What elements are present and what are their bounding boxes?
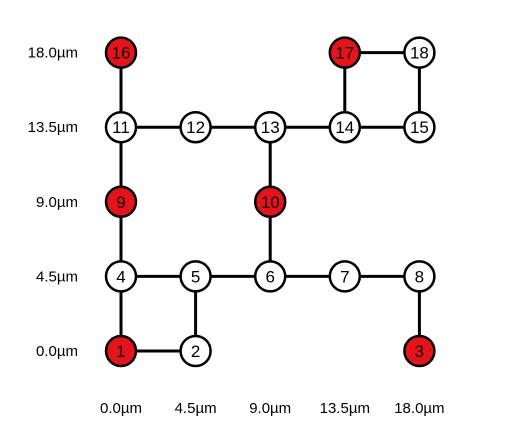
node-circle-12 bbox=[179, 110, 212, 144]
node-4: 4 bbox=[104, 260, 138, 293]
node-label-1: 1 bbox=[116, 342, 125, 361]
node-label-4: 4 bbox=[116, 267, 125, 286]
node-1: 1 bbox=[104, 334, 138, 368]
node-15: 15 bbox=[403, 110, 436, 144]
node-3: 3 bbox=[403, 334, 436, 368]
node-label-7: 7 bbox=[340, 267, 349, 286]
node-8: 8 bbox=[403, 260, 436, 293]
node-circle-18 bbox=[403, 36, 436, 69]
y-axis-labels: 0.0µm 4.5µm 9.0µm 13.5µm 18.0µm bbox=[28, 45, 78, 360]
node-circle-16 bbox=[104, 36, 138, 69]
node-label-6: 6 bbox=[265, 267, 274, 286]
node-circle-15 bbox=[403, 110, 436, 144]
x-axis-labels: 0.0µm 4.5µm 9.0µm 13.5µm 18.0µm bbox=[100, 400, 445, 417]
node-16: 16 bbox=[104, 36, 138, 69]
node-label-9: 9 bbox=[116, 193, 125, 212]
node-12: 12 bbox=[179, 110, 212, 144]
node-10: 10 bbox=[253, 185, 287, 219]
node-7: 7 bbox=[328, 260, 362, 293]
node-circle-14 bbox=[328, 110, 362, 144]
node-circle-17 bbox=[328, 36, 362, 69]
node-18: 18 bbox=[403, 36, 436, 69]
y-tick-label: 0.0µm bbox=[36, 343, 78, 360]
node-13: 13 bbox=[253, 110, 287, 144]
y-tick-label: 9.0µm bbox=[36, 194, 78, 211]
x-tick-label: 0.0µm bbox=[100, 400, 142, 417]
node-label-15: 15 bbox=[410, 118, 429, 137]
node-label-17: 17 bbox=[335, 44, 354, 63]
node-label-11: 11 bbox=[112, 118, 130, 137]
node-label-14: 14 bbox=[335, 118, 354, 137]
node-label-3: 3 bbox=[415, 342, 424, 361]
node-label-5: 5 bbox=[191, 267, 200, 286]
x-tick-label: 9.0µm bbox=[249, 400, 291, 417]
node-circle-2 bbox=[179, 334, 212, 368]
x-tick-label: 18.0µm bbox=[394, 400, 444, 417]
node-label-18: 18 bbox=[410, 44, 429, 63]
node-circle-10 bbox=[253, 185, 287, 219]
node-circle-5 bbox=[179, 260, 212, 293]
node-14: 14 bbox=[328, 110, 362, 144]
y-tick-label: 13.5µm bbox=[28, 119, 78, 136]
node-label-16: 16 bbox=[112, 44, 131, 63]
node-17: 17 bbox=[328, 36, 362, 69]
node-label-12: 12 bbox=[186, 118, 205, 137]
node-label-8: 8 bbox=[415, 267, 424, 286]
x-tick-label: 13.5µm bbox=[320, 400, 370, 417]
node-circle-11 bbox=[104, 110, 138, 144]
node-circle-7 bbox=[328, 260, 362, 293]
node-label-13: 13 bbox=[261, 118, 280, 137]
node-11: 11 bbox=[104, 110, 138, 144]
y-tick-label: 4.5µm bbox=[36, 268, 78, 285]
node-circle-13 bbox=[253, 110, 287, 144]
y-tick-label: 18.0µm bbox=[28, 45, 78, 62]
node-label-10: 10 bbox=[261, 193, 280, 212]
node-5: 5 bbox=[179, 260, 212, 293]
node-6: 6 bbox=[253, 260, 287, 293]
node-circle-9 bbox=[104, 185, 138, 219]
node-2: 2 bbox=[179, 334, 212, 368]
x-tick-label: 4.5µm bbox=[175, 400, 217, 417]
node-circle-6 bbox=[253, 260, 287, 293]
node-circle-3 bbox=[403, 334, 436, 368]
node-circle-4 bbox=[104, 260, 138, 293]
node-circle-1 bbox=[104, 334, 138, 368]
node-circle-8 bbox=[403, 260, 436, 293]
node-9: 9 bbox=[104, 185, 138, 219]
node-label-2: 2 bbox=[191, 342, 200, 361]
